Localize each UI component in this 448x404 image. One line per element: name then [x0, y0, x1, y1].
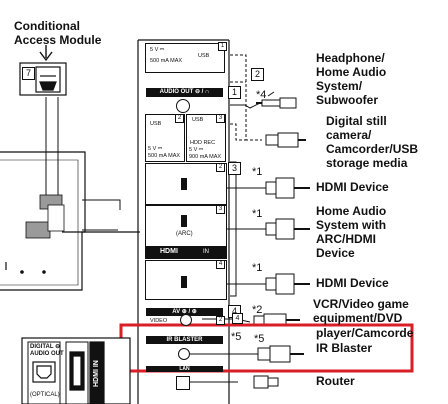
arc-label-2: System with [316, 218, 387, 232]
camera-label-3: Camcorder/USB [326, 142, 419, 156]
optical-label: (OPTICAL) [30, 392, 60, 398]
usb2-icon: USB [150, 121, 162, 127]
av-jack [180, 314, 192, 326]
hdmi-port-2-icon [181, 178, 187, 190]
hdmi-group-number-badge: 3 [228, 162, 241, 175]
usb-cable-icon [265, 132, 306, 148]
usb1-icon: USB [198, 53, 210, 59]
audio-out-label: AUDIO OUT ⊖ / ∩ [146, 88, 223, 97]
arc-label-3: ARC/HDMI [316, 232, 376, 246]
hdmi-logo: HDMI [160, 248, 178, 255]
usb-port-1 [145, 43, 225, 73]
ir-blaster-cable-icon [188, 345, 304, 363]
lan-port [176, 376, 190, 390]
usb2-current: 500 mA MAX [148, 153, 181, 159]
usb3-voltage: 5 V ⎓ [189, 147, 204, 153]
hdmi2-number: 2 [216, 163, 225, 172]
hdmi4-number: 4 [216, 260, 225, 269]
hdmi-in-label: IN [203, 249, 209, 255]
lan-label: LAN [146, 366, 223, 372]
camera-label-1: Digital still [326, 114, 387, 128]
cam-number-badge: 7 [22, 67, 35, 80]
usb3-port-number: 3 [216, 114, 225, 123]
lan-cable-icon [188, 375, 279, 389]
headphone-star-note: *4 [256, 89, 267, 101]
panel-side-strip [82, 199, 121, 231]
headphone-label-1: Headphone/ [316, 51, 385, 65]
headphone-label-2: Home Audio [316, 65, 387, 79]
hdmi-device-1-label: HDMI Device [316, 180, 389, 194]
usb1-port-number: 1 [218, 42, 227, 51]
camera-label-4: storage media [326, 156, 408, 170]
audio-out-jack [176, 99, 190, 113]
tv-side-panel [21, 337, 131, 404]
usb2-port-number: 2 [175, 114, 184, 123]
vcr-label-1: VCR/Video game [313, 297, 409, 311]
hdmi-port-3 [145, 205, 227, 247]
vcr-star-note: *2 [252, 304, 263, 316]
usb2-voltage: 5 V ⎓ [148, 146, 163, 152]
hdmi-port-4-icon [181, 276, 187, 288]
vcr-label-3: player/Camcorde [316, 326, 414, 340]
ir-cable-star-note: *5 [254, 333, 265, 345]
ir-panel-star-note: *5 [231, 331, 242, 343]
cam-title-line1: Conditional [14, 19, 80, 33]
usb3-hdd-rec: HDD REC [190, 140, 216, 146]
camera-label-2: camera/ [326, 128, 372, 142]
av-label: AV ⊕ / ⊕ [146, 308, 223, 316]
audio-out-side-label: AUDIO OUT [30, 351, 64, 357]
headphone-cable [230, 91, 275, 109]
hdmi-logo-bar [145, 247, 227, 259]
usb-cable-number-badge: 2 [251, 68, 264, 81]
usb3-icon: USB [192, 117, 204, 123]
headphone-label-4: Subwoofer [316, 93, 378, 107]
usb1-current: 500 mA MAX [150, 58, 183, 64]
hdmi-cable-3 [186, 273, 310, 295]
headphone-label-3: System/ [316, 79, 363, 93]
av-cable-icon [202, 313, 300, 327]
usb1-voltage: 5 V ⎓ [150, 47, 165, 53]
audio-out-number-badge: 1 [228, 86, 241, 99]
connector-panel-outline [137, 39, 230, 404]
headphone-plug-icon [256, 97, 297, 109]
arc-label-1: Home Audio [316, 204, 387, 218]
router-label: Router [316, 374, 355, 388]
vcr-label-2: equipment/DVD [313, 311, 403, 325]
hdmi-cable-1 [186, 177, 310, 199]
video-label: VIDEO [150, 318, 168, 324]
cam-arrow-icon [39, 45, 53, 62]
arc-star-note: *1 [252, 208, 263, 220]
av-port-number: 2 [216, 316, 225, 325]
ir-blaster-label: IR Blaster [316, 341, 373, 355]
hdmi3-number: 3 [216, 205, 225, 214]
ir-blaster-jack [178, 348, 190, 360]
hdmi3-arc: (ARC) [176, 231, 193, 237]
hdmi-device-2-label: HDMI Device [316, 276, 389, 290]
hdmi1-star-note: *1 [252, 166, 263, 178]
cam-slot-lines [45, 97, 140, 233]
usb-dashed-lines [230, 54, 262, 141]
arc-label-4: Device [316, 246, 355, 260]
hdmi2-star-note: *1 [252, 262, 263, 274]
tv-body [0, 151, 86, 291]
hdmi-in-vertical-label: HDMI IN [93, 360, 100, 388]
hdmi-port-3-icon [181, 215, 187, 227]
cam-title-line2: Access Module [14, 33, 102, 47]
ir-blaster-panel-label: IR BLASTER [146, 336, 223, 344]
digital-audio-out-label: DIGITAL ⊖ [30, 344, 61, 350]
av-cable-number-badge: 4 [232, 313, 243, 324]
usb3-current: 900 mA MAX [189, 154, 222, 160]
